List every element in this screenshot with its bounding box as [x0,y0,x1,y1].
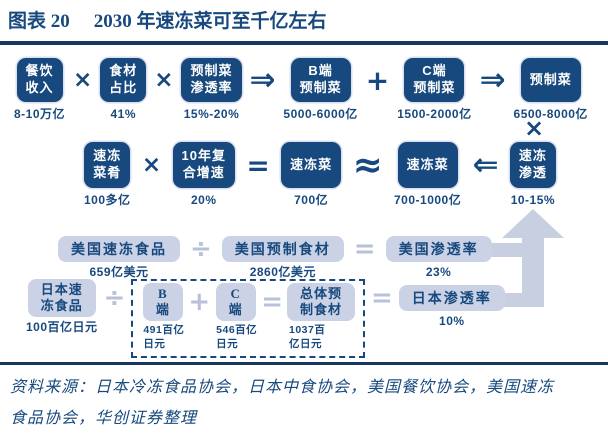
japan-frozen-food-value: 100百亿日元 [26,320,98,334]
frozen-dish-target-value: 700-1000亿 [394,193,462,207]
node-frozen-penetration: 速冻 渗透 10-15% [509,142,556,208]
implies-arrow-icon: ⇒ [479,62,506,98]
divide-op: ÷ [103,283,126,313]
prepared-dish-penetration-value: 15%-20% [183,107,240,121]
japan-c-side-box: C 端 [215,283,256,321]
node-ten-year-cagr: 10年复 合增速 20% [172,142,235,208]
node-b-side-prepared-dish: B端 预制菜 5000-6000亿 [283,58,357,122]
figure-number: 图表 20 [8,11,70,32]
multiply-op: × [154,67,174,93]
catering-revenue-value: 8-10万亿 [14,107,66,121]
node-frozen-dish-target: 速冻菜 700-1000亿 [394,142,461,208]
frozen-dish-700-value: 700亿 [294,193,329,207]
frozen-penetration-value: 10-15% [510,193,556,207]
node-japan-total-prepared: 总体预 制食材 1037百 亿日元 [286,283,355,351]
japan-b-side-box: B 端 [142,283,183,321]
frozen-dish-target-box: 速冻菜 [397,142,458,188]
figure-title: 图表 20 2030 年速冻菜可至千亿左右 [8,6,327,33]
japan-penetration-rate-value: 10% [439,314,465,328]
node-c-side-prepared-dish: C端 预制菜 1500-2000亿 [397,58,471,122]
node-japan-b-side: B 端 491百亿 日元 [141,283,184,351]
node-catering-revenue: 餐饮 收入 8-10万亿 [14,58,65,122]
source-divider [0,362,608,365]
source-note: 资料来源：日本冷冻食品协会，日本中食协会，美国餐饮协会，美国速冻食品协会，华创证… [10,379,555,428]
multiply-op: × [141,152,162,178]
equals-op-light: = [261,287,283,317]
ingredient-ratio-box: 食材 占比 [100,58,147,102]
frozen-dish-current-value: 100多亿 [84,193,131,207]
frozen-dish-700-box: 速冻菜 [281,142,342,188]
us-penetration-rate-box: 美国渗透率 [385,236,492,262]
flow-row-us: 美国速冻食品 659亿美元 ÷ 美国预制食材 2860亿美元 = 美国渗透率 2… [58,234,492,281]
implies-arrow-icon: ⇒ [249,62,276,98]
plus-op-light: + [188,287,211,317]
c-side-prepared-dish-box: C端 预制菜 [404,58,465,102]
c-side-prepared-dish-value: 1500-2000亿 [397,107,472,121]
us-frozen-food-box: 美国速冻食品 [58,236,180,262]
node-japan-penetration-rate: 日本渗透率 10% [398,285,505,330]
japan-frozen-food-box: 日本速 冻食品 [27,279,96,317]
divide-op: ÷ [190,234,212,264]
prepared-dish-total-box: 预制菜 [520,58,581,102]
ten-year-cagr-value: 20% [190,193,217,207]
japan-total-prepared-box: 总体预 制食材 [286,283,355,321]
flow-row-prepared-dish: 餐饮 收入 8-10万亿 × 食材 占比 41% × 预制菜 渗透率 15%-2… [14,58,588,122]
approx-equal-op: ≈ [352,144,383,186]
node-us-prepared-ingredients: 美国预制食材 2860亿美元 [221,236,344,281]
node-frozen-dish-current: 速冻 菜肴 100多亿 [84,142,131,208]
equals-op-light: = [371,283,393,313]
japan-penetration-rate-box: 日本渗透率 [398,285,505,311]
ingredient-ratio-value: 41% [110,107,137,121]
node-prepared-dish-penetration: 预制菜 渗透率 15%-20% [181,58,242,122]
left-arrow-icon: ⇐ [472,147,499,183]
japan-c-side-value: 546百亿 日元 [216,324,258,350]
flow-row-japan: 日本速 冻食品 100百亿日元 ÷ B 端 491百亿 日元 + C 端 546… [26,279,505,359]
multiply-op: × [73,67,93,93]
us-prepared-ingredients-box: 美国预制食材 [221,236,344,262]
catering-revenue-box: 餐饮 收入 [16,58,63,102]
node-frozen-dish-700: 速冻菜 700亿 [281,142,342,208]
node-us-frozen-food: 美国速冻食品 659亿美元 [58,236,180,281]
prepared-dish-penetration-box: 预制菜 渗透率 [181,58,242,102]
node-japan-frozen-food: 日本速 冻食品 100百亿日元 [26,279,98,336]
plus-op: + [365,63,390,97]
node-us-penetration-rate: 美国渗透率 23% [385,236,492,281]
equals-op-light: = [353,234,376,264]
us-frozen-food-value: 659亿美元 [89,265,149,279]
frozen-penetration-box: 速冻 渗透 [509,142,556,188]
us-prepared-ingredients-value: 2860亿美元 [249,265,316,279]
frozen-dish-current-box: 速冻 菜肴 [84,142,131,188]
prepared-dish-total-value: 6500-8000亿 [513,107,588,121]
flow-row-frozen-dish: 速冻 菜肴 100多亿 × 10年复 合增速 20% = 速冻菜 700亿 ≈ … [84,142,556,208]
us-penetration-rate-value: 23% [425,265,452,279]
equals-op: = [246,148,270,182]
node-prepared-dish-total: 预制菜 6500-8000亿 [514,58,588,122]
figure-title-text: 2030 年速冻菜可至千亿左右 [93,11,327,32]
vertical-multiply-op: × [523,114,545,142]
b-side-prepared-dish-value: 5000-6000亿 [283,107,358,121]
node-ingredient-ratio: 食材 占比 41% [100,58,147,122]
japan-b-side-value: 491百亿 日元 [143,324,185,350]
ten-year-cagr-box: 10年复 合增速 [172,142,235,188]
japan-prepared-dashed-group: B 端 491百亿 日元 + C 端 546百亿 日元 = 总体预 制食材 10… [131,279,365,359]
node-japan-c-side: C 端 546百亿 日元 [214,283,257,351]
japan-total-prepared-value: 1037百 亿日元 [288,324,326,350]
b-side-prepared-dish-box: B端 预制菜 [290,58,351,102]
title-divider [0,41,608,45]
